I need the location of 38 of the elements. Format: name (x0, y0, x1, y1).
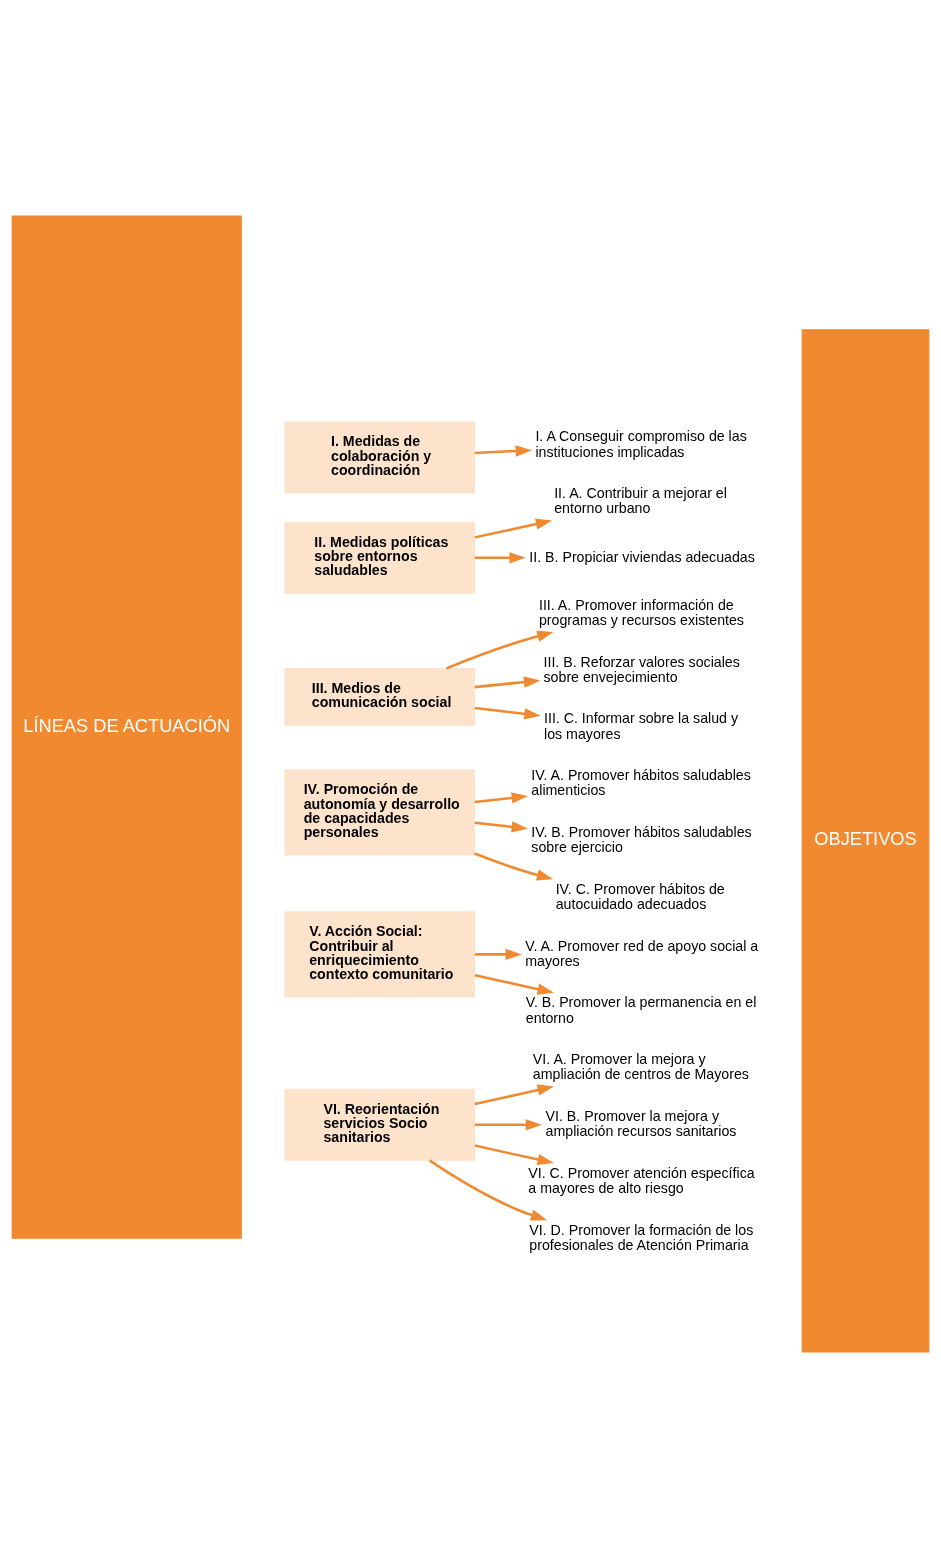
arrow (474, 706, 541, 720)
node-text: VI. A. Promover la mejora y ampliación de centros de Mayores (532, 1051, 749, 1083)
node-text: IV. B. Promover hábitos saludables sobre ejercicio (531, 823, 752, 856)
arrow (474, 852, 554, 881)
arrow (474, 676, 541, 689)
arrow (474, 792, 528, 804)
arrow (474, 1144, 554, 1166)
node-text: III. B. Reforzar valores sociales sobre envejecimiento (543, 653, 740, 685)
node-text: I. A Conseguir compromiso de las instituciones implicadas (535, 428, 747, 460)
node-box: I. Medidas de colaboración y coordinación (284, 421, 476, 494)
arrow (474, 1084, 554, 1106)
node-box: IV. Promoción de autonomía y desarrollo de capacidades personales (284, 769, 476, 856)
arrow (428, 1159, 548, 1221)
arrow (474, 552, 526, 564)
node-text: III. C. Informar sobre la salud y los mayores (544, 710, 739, 742)
arrow (474, 973, 554, 995)
arrow (474, 821, 528, 833)
arrow (474, 518, 553, 539)
node-box: II. Medidas políticas sobre entornos saludables (284, 521, 476, 594)
node-text: III. A. Promover información de programas y recursos existentes (538, 596, 744, 628)
node-text: VI. C. Promover atención específica a mayores de alto riesgo (528, 1164, 755, 1196)
node-text: IV. C. Promover hábitos de autocuidado adecuados (555, 880, 725, 912)
node-text: II. A. Contribuir a mejorar el entorno urbano (554, 485, 727, 517)
node-text: IV. A. Promover hábitos saludables alimenticios (531, 767, 751, 799)
node-text: V. B. Promover la permanencia en el entorno (525, 994, 757, 1026)
node-text: VI. D. Promover la formación de los profesionales de Atención Primaria (529, 1221, 754, 1253)
node-box: OBJETIVOS (801, 329, 930, 1353)
node-text: VI. B. Promover la mejora y ampliación recursos sanitarios (545, 1107, 737, 1140)
arrow (445, 630, 554, 670)
arrow (474, 1119, 542, 1131)
node-box: V. Acción Social: Contribuir al enriquecimiento contexto comunitario (284, 911, 476, 998)
node-box: VI. Reorientación servicios Socio sanitarios (284, 1088, 476, 1161)
arrow (474, 445, 532, 457)
node-box: III. Medios de comunicación social (284, 667, 476, 726)
arrow (474, 948, 522, 961)
node-box: LÍNEAS DE ACTUACIÓN (11, 215, 242, 1239)
node-text: V. A. Promover red de apoyo social a mayores (525, 937, 759, 969)
node-text: II. B. Propiciar viviendas adecuadas (529, 548, 755, 565)
